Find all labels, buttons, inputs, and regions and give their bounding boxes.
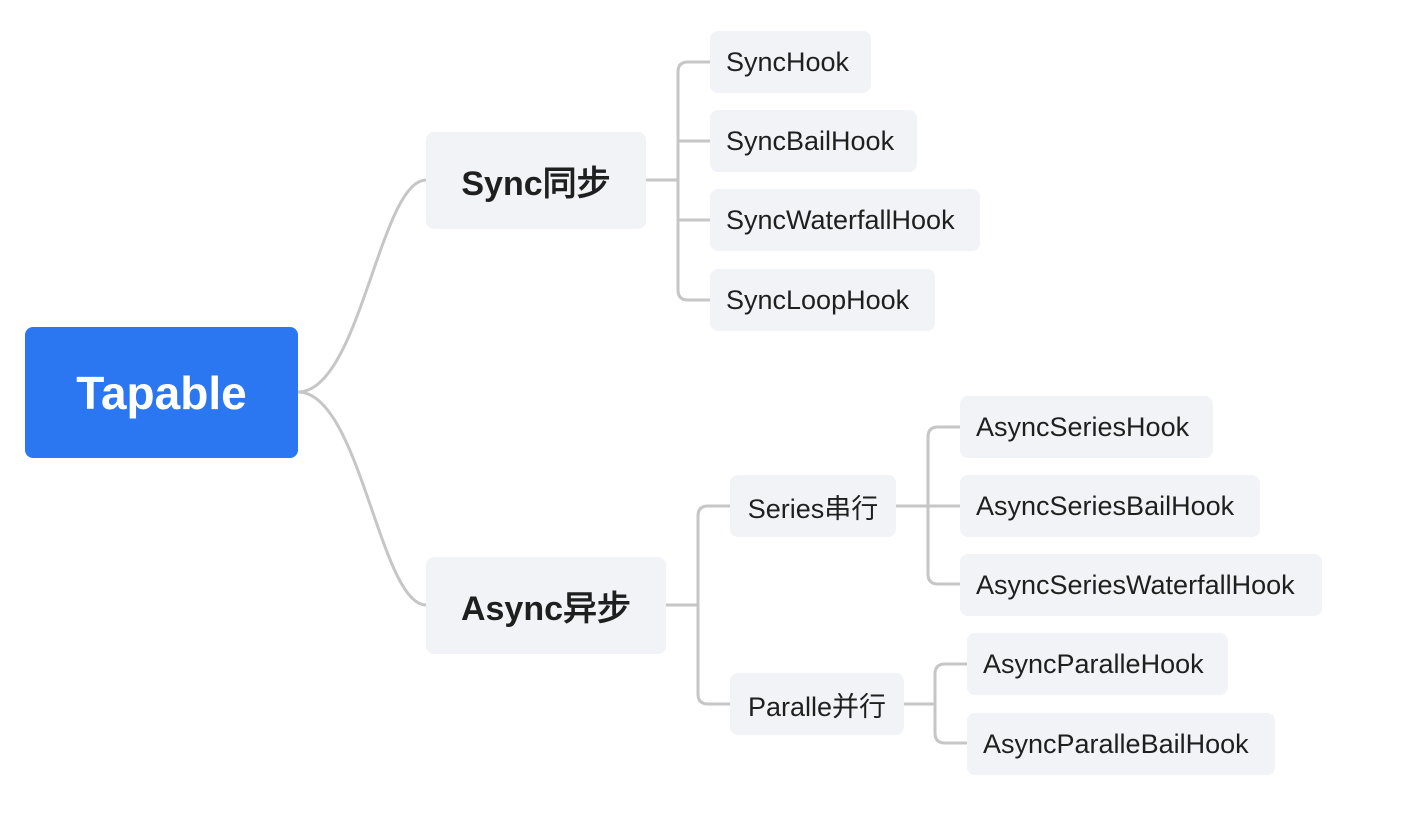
leaf-node-asyncparallehook[interactable]: AsyncParalleHook [967,633,1228,695]
leaf-node-label: AsyncParalleHook [983,648,1204,679]
leaf-node-label: AsyncParalleBailHook [983,728,1249,759]
branch-node-async-label: Async异步 [460,590,632,628]
sub-node-paralle-label: Paralle并行 [747,691,887,722]
leaf-node-label: SyncLoopHook [726,284,910,315]
leaf-node-synchook[interactable]: SyncHook [710,31,871,93]
sub-node-paralle[interactable]: Paralle并行 [730,673,904,735]
leaf-node-asyncseriesbailhook[interactable]: AsyncSeriesBailHook [960,475,1260,537]
leaf-node-label: AsyncSeriesWaterfallHook [976,569,1295,600]
sub-node-series[interactable]: Series串行 [730,475,896,537]
root-node-label: Tapable [76,366,247,419]
connector-root-to-async [296,390,428,607]
branch-node-async[interactable]: Async异步 [426,557,666,654]
branch-node-sync-label: Sync同步 [461,165,611,203]
leaf-node-label: AsyncSeriesBailHook [976,490,1235,521]
leaf-node-syncloophook[interactable]: SyncLoopHook [710,269,935,331]
leaf-node-syncbailhook[interactable]: SyncBailHook [710,110,917,172]
leaf-node-asyncserieswaterfallhook[interactable]: AsyncSeriesWaterfallHook [960,554,1322,616]
branch-node-sync[interactable]: Sync同步 [426,132,646,229]
root-node-tapable[interactable]: Tapable [25,327,298,458]
connector-async-to-series-paralle [696,504,732,706]
connector-sync-to-synchook [676,60,712,302]
sub-node-series-label: Series串行 [747,493,879,524]
leaf-node-label: SyncWaterfallHook [726,204,955,235]
leaf-node-asyncserieshook[interactable]: AsyncSeriesHook [960,396,1213,458]
connector-root-to-sync [296,178,428,394]
leaf-node-syncwaterfallhook[interactable]: SyncWaterfallHook [710,189,980,251]
leaf-node-label: SyncBailHook [726,125,895,156]
leaf-node-asyncparallebailhook[interactable]: AsyncParalleBailHook [967,713,1275,775]
leaf-node-label: AsyncSeriesHook [976,411,1190,442]
connector-paralle-hooks [933,662,969,745]
leaf-node-label: SyncHook [726,46,850,77]
